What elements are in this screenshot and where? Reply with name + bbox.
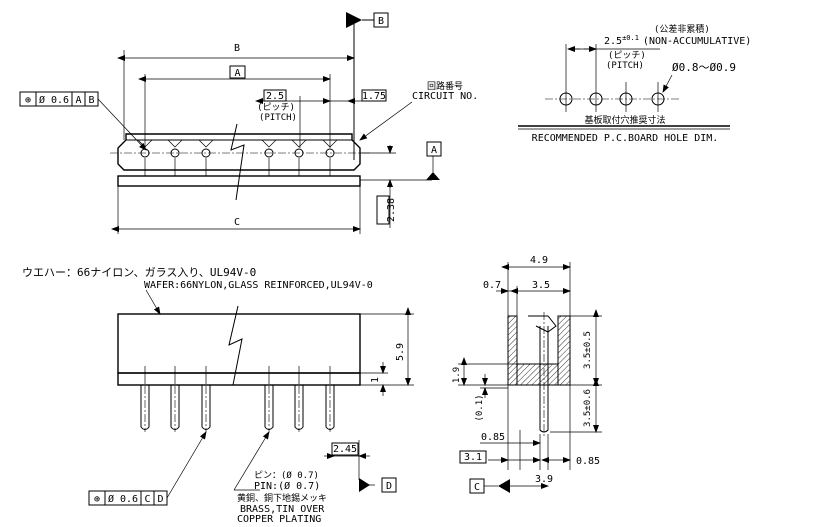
front-pins (140, 366, 335, 432)
brass-en: BRASS,TIN OVER (240, 504, 325, 515)
side-body-base (516, 363, 559, 386)
pitch-en: (PITCH) (259, 113, 297, 123)
dim-245-box (331, 442, 359, 456)
pcb-title-jp: 基板取付穴推奨寸法 (584, 114, 665, 126)
pcb-pitch-en: (PITCH) (606, 61, 644, 71)
pitch-box (263, 89, 287, 102)
pcb-pitch-line: 2.5±0.1 (NON-ACCUMULATIVE) (604, 34, 751, 47)
pin-leader (233, 431, 270, 491)
dim-35-value: 3.5 (532, 280, 550, 291)
dim-085-right-value: 0.85 (576, 456, 600, 467)
pcb-layout: (公差非累積) 2.5±0.1(NON-ACCUMULATIVE) (ピッチ) … (518, 23, 751, 144)
datum-d-triangle (359, 478, 370, 492)
end-offset-value: 1.75 (362, 91, 386, 102)
dim-19-value: 1.9 (452, 367, 462, 383)
top-fcf-datum-2: B (88, 95, 94, 106)
datum-c-label: C (474, 482, 480, 493)
top-fcf-leader (97, 98, 147, 151)
circuit-jp: 回路番号 (427, 80, 463, 92)
dim-a-box (229, 65, 246, 79)
datum-a-triangle (426, 172, 440, 180)
dim-39-value: 3.9 (535, 474, 553, 485)
dim-35-bot-value: 3.5±0.6 (583, 389, 593, 427)
copper-en: COPPER PLATING (237, 514, 321, 525)
datum-d-box (381, 477, 397, 493)
dim-01-value: (0.1) (475, 394, 485, 421)
dim-238-value: 2.38 (386, 198, 397, 222)
dim-1-value: 1 (370, 377, 381, 383)
front-fcf-datum-2: D (157, 494, 163, 505)
front-fcf-leader (166, 431, 207, 499)
pcb-title-en: RECOMMENDED P.C.BOARD HOLE DIM. (532, 133, 719, 144)
top-fcf-tol: Ø 0.6 (39, 94, 69, 106)
pcb-hole-leader (662, 74, 673, 93)
front-body (117, 313, 361, 374)
front-fcf: ⊕ Ø 0.6 C D (88, 490, 168, 506)
end-offset-box (361, 89, 387, 102)
front-break-line (228, 305, 243, 386)
datum-c-box (469, 478, 485, 494)
pitch-jp: (ピッチ) (257, 102, 295, 113)
side-body-right-wall (557, 315, 571, 386)
dim-49-value: 4.9 (530, 255, 548, 266)
front-fcf-datum-1: C (144, 494, 150, 505)
datum-c-triangle (498, 479, 510, 493)
brass-jp: 黄銅、銅下地錫メッキ (237, 492, 327, 504)
wafer-en: WAFER:66NYLON,GLASS REINFORCED,UL94V-0 (144, 280, 373, 291)
pcb-non-cumulative: (NON-ACCUMULATIVE) (643, 36, 751, 47)
pcb-holes (545, 44, 680, 112)
pcb-pitch-tol: ±0.1 (622, 34, 639, 42)
top-body-outline (117, 133, 361, 171)
datum-b-triangle (346, 12, 362, 28)
datum-b-label: B (378, 16, 384, 27)
pitch-value: 2.5 (266, 91, 284, 102)
side-pin-hook (528, 315, 557, 333)
top-pin-lines (144, 158, 331, 176)
datum-a-box (426, 141, 442, 157)
datum-a-label: A (431, 145, 437, 156)
top-notches (137, 139, 338, 148)
top-fcf-datum-1: A (75, 95, 81, 106)
front-view: ウエハー：66ナイロン、ガラス入り、UL94V-0 WAFER:66NYLON,… (22, 266, 414, 525)
pcb-tolerance-jp: (公差非累積) (654, 23, 710, 35)
pcb-pitch-jp: (ピッチ) (608, 50, 646, 61)
circuit-en: CIRCUIT NO. (412, 91, 478, 102)
dim-c-label: C (234, 217, 240, 228)
circuit-leader (359, 101, 413, 141)
front-fcf-tol: Ø 0.6 (108, 493, 138, 505)
top-fcf: ⊕ Ø 0.6 A B (19, 91, 99, 107)
top-break-line (230, 123, 245, 201)
front-fcf-symbol: ⊕ (94, 494, 100, 505)
dim-a-label: A (234, 68, 240, 79)
wafer-leader (145, 289, 161, 315)
pcb-hole-dia: Ø0.8～Ø0.9 (672, 61, 736, 74)
dim-07-value: 0.7 (483, 280, 501, 291)
wafer-jp: ウエハー：66ナイロン、ガラス入り、UL94V-0 (22, 266, 256, 279)
dim-245-value: 2.45 (333, 444, 357, 455)
datum-b-box (373, 12, 389, 28)
pin-en: PIN:(Ø 0.7) (254, 480, 320, 492)
dim-59-value: 5.9 (395, 343, 406, 361)
top-view: B B A 2.5 (ピッチ) (PITCH) 1.75 回路番号 CIRCUI… (19, 12, 478, 234)
side-body-left-wall (507, 315, 518, 386)
front-base (117, 372, 361, 386)
dim-b-label: B (234, 43, 240, 54)
dim-31-box (459, 450, 487, 464)
pin-jp: ピン：(Ø 0.7) (254, 470, 319, 481)
dim-35-top-value: 3.5±0.5 (583, 331, 593, 369)
pcb-pitch-value: 2.5 (604, 36, 622, 47)
datum-d-label: D (386, 481, 392, 492)
dim-238-box (376, 195, 390, 225)
side-view: 4.9 0.7 3.5 3.5±0.5 3.5±0.6 1.9 (0.1) (452, 255, 602, 494)
dim-31-value: 3.1 (464, 452, 482, 463)
top-fcf-symbol: ⊕ (25, 95, 31, 106)
dim-085-left-value: 0.85 (481, 432, 505, 443)
